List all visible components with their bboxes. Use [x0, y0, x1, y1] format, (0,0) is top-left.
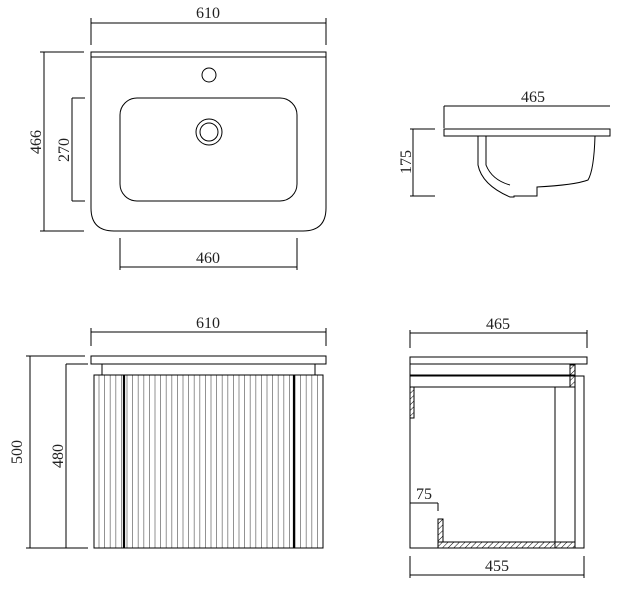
- dim-basin-depth: 465: [521, 89, 545, 106]
- dim-bowl-depth: 270: [56, 138, 73, 162]
- basin-side-view: 465 175: [398, 89, 611, 198]
- bowl-outline: [119, 97, 298, 202]
- dim-cabinet-height: 480: [50, 444, 67, 468]
- cabinet-side-view: 465 75 455: [409, 316, 588, 578]
- dim-side-depth: 465: [486, 316, 510, 333]
- tap-hole: [201, 67, 217, 83]
- dim-top-width: 610: [196, 5, 220, 22]
- drain: [195, 118, 223, 146]
- cabinet-door: [93, 374, 324, 549]
- dim-recess: 75: [416, 486, 432, 503]
- dim-total-height: 500: [9, 440, 26, 464]
- dim-body-depth: 455: [485, 558, 509, 575]
- basin-top-view: 610 466 270 460: [28, 5, 327, 270]
- dim-front-width: 610: [196, 315, 220, 332]
- cabinet-front-view: 610 500 480: [9, 315, 327, 549]
- dim-bowl-width: 460: [196, 250, 220, 267]
- dim-top-depth: 466: [28, 130, 45, 154]
- dim-basin-height: 175: [398, 150, 415, 174]
